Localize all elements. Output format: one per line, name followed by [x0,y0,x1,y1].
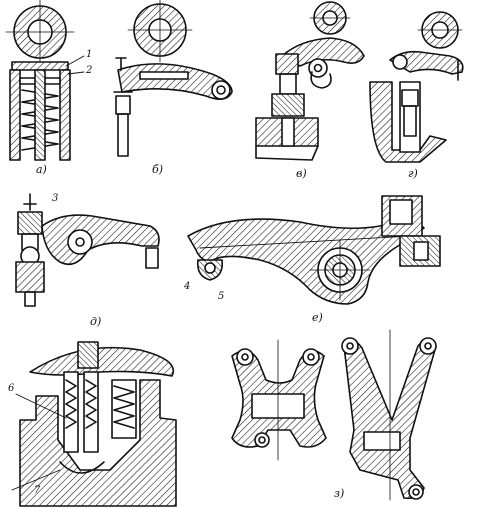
panel-a-drawing [5,0,85,161]
panel-g-drawing [369,11,464,163]
callout-5: 5 [218,291,225,302]
panel-label-e: е) [312,311,323,324]
panel-label-d: д) [90,315,102,328]
panel-v-drawing [255,1,365,161]
callout-7: 7 [34,485,41,496]
panel-label-g: г) [408,167,418,180]
panel-label-b: б) [152,163,164,176]
callout-1: 1 [86,49,93,60]
panel-z-drawing [231,329,437,501]
callout-6: 6 [8,383,15,394]
panel-d-drawing [15,193,160,307]
panel-label-z: з) [334,487,345,500]
callout-2: 2 [86,65,93,76]
panel-label-v: в) [296,167,307,180]
callout-4: 4 [184,281,191,292]
panel-label-a: а) [36,163,47,176]
panel-b-drawing [113,0,233,157]
panel-bottom-left-drawing [11,341,177,507]
callout-3: 3 [52,193,59,204]
panel-e-drawing [187,195,441,305]
